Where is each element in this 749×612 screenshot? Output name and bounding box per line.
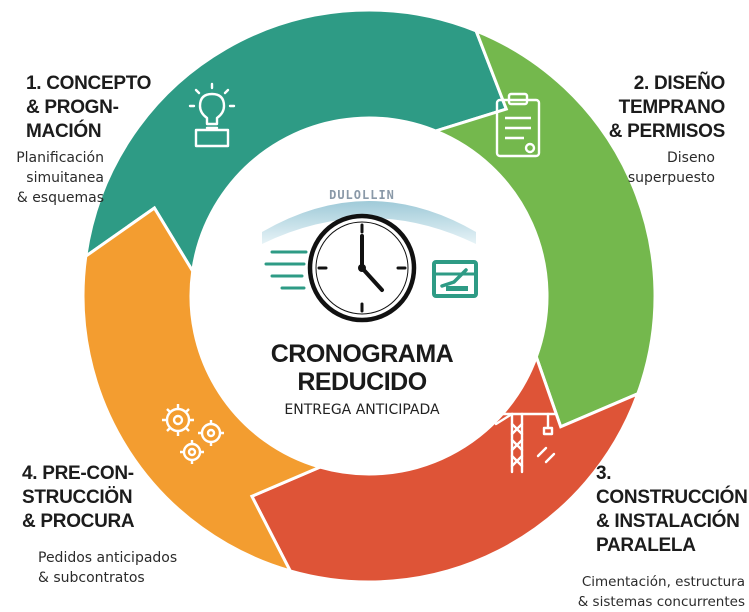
center-title-line-1: CRONOGRAMA	[270, 340, 454, 368]
stage-2-title-line-3: & PERMISOS	[608, 121, 726, 142]
stage-4-title-line-1: 4. PRE-CON-	[22, 463, 134, 484]
stage-4-subtitle-line-1: Pedidos anticipados	[38, 550, 178, 566]
stage-4-title-line-2: STRUCCIÖN	[22, 487, 133, 508]
stage-1-subtitle-line-1: Planificación	[16, 150, 104, 166]
stage-1-subtitle-line-3: & esquemas	[16, 190, 104, 206]
logo-text: DULOLLIN	[329, 188, 395, 202]
clipboard-icon	[495, 92, 541, 158]
stage-2-title-line-1: 2. DISEÑO	[633, 73, 726, 94]
stage-2-label: 2. DISEÑO TEMPRANO & PERMISOS Diseno sup…	[555, 72, 726, 188]
stage-3-title-line-1: 3. CONSTRUCCIÓN	[596, 463, 748, 508]
stage-2-subtitle-line-2: superpuesto	[627, 170, 715, 186]
lightbulb-icon	[188, 82, 236, 148]
cycle-diagram: DULOLLIN CRONOGRAMA REDUCIDO ENTREGA ANT…	[12, 8, 748, 610]
stage-4-title-line-3: & PROCURA	[22, 511, 135, 532]
stage-3-title-line-2: & INSTALACIÓN	[596, 511, 740, 532]
stage-1-subtitle-line-2: simuitanea	[26, 170, 104, 186]
center-title-line-2: REDUCIDO	[297, 368, 427, 396]
cycle-ring	[81, 8, 657, 584]
stage-3-subtitle-line-2: & sistemas concurrentes	[577, 594, 745, 610]
stage-1-title-line-2: & PROGN-	[26, 97, 119, 118]
stage-1-label: 1. CONCEPTO & PROGN- MACIÓN Planificació…	[12, 72, 192, 208]
center-title-block: CRONOGRAMA REDUCIDO ENTREGA ANTICIPADA	[262, 340, 462, 418]
crane-icon	[486, 412, 558, 474]
arc-banner	[262, 201, 476, 244]
gears-icon	[162, 404, 224, 464]
stage-2-subtitle-line-1: Diseno	[666, 150, 715, 166]
stage-4-label: 4. PRE-CON- STRUCCIÖN & PROCURA Pedidos …	[22, 462, 222, 588]
calendar-check-icon	[432, 260, 478, 298]
stage-3-label: 3. CONSTRUCCIÓN & INSTALACIÓN PARALELA C…	[560, 462, 748, 612]
center-tagline: ENTREGA ANTICIPADA	[284, 402, 440, 418]
stage-3-title-line-3: PARALELA	[596, 535, 696, 556]
stage-3-subtitle-line-1: Cimentación, estructura	[581, 574, 745, 590]
stage-2-title-line-2: TEMPRANO	[618, 97, 726, 118]
clock-icon	[307, 213, 417, 323]
stage-4-subtitle-line-2: & subcontratos	[38, 570, 145, 586]
stage-1-title-line-1: 1. CONCEPTO	[26, 73, 152, 94]
speed-lines	[264, 250, 308, 290]
stage-1-title-line-3: MACIÓN	[26, 121, 102, 142]
